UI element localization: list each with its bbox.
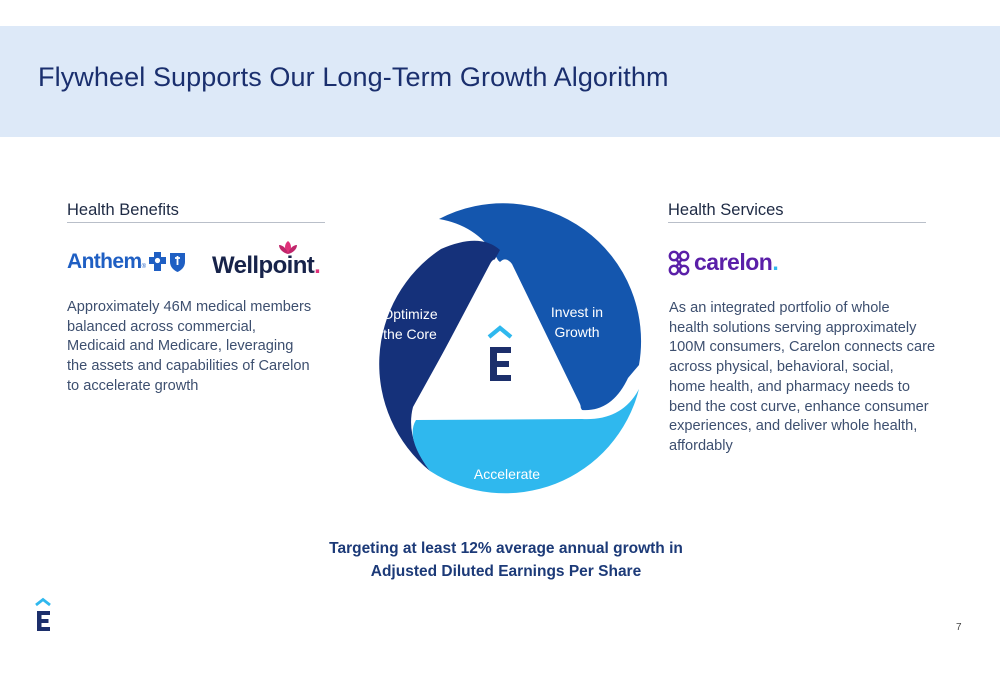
text-line: affordably: [669, 437, 733, 454]
anthem-bcbs-marks: [148, 251, 188, 273]
carelon-knot-icon: [668, 250, 690, 275]
text-line: health solutions serving approximately: [669, 319, 917, 336]
text-line: As an integrated portfolio of whole: [669, 300, 890, 316]
health-benefits-divider: [67, 222, 325, 223]
text-line: the assets and capabilities of Carelon: [67, 358, 310, 375]
elevance-e-icon: [487, 325, 513, 381]
header-band: [0, 26, 1000, 137]
text-line: to accelerate growth: [67, 377, 199, 394]
flywheel-segment-optimize: [379, 240, 500, 471]
text-line: Medicaid and Medicare, leveraging: [67, 338, 294, 355]
text-line: bend the cost curve, enhance consumer: [669, 398, 929, 415]
flywheel-segment-invest: [439, 203, 642, 411]
flywheel-label-accelerate: Accelerate: [473, 466, 541, 482]
anthem-wordmark: Anthem: [67, 250, 142, 273]
footer-elevance-e-icon: [35, 597, 51, 631]
carelon-logo: carelon.: [667, 249, 779, 276]
health-benefits-heading: Health Benefits: [67, 201, 179, 219]
health-services-divider: [668, 222, 926, 223]
anthem-logo: Anthem ®: [67, 250, 188, 274]
flywheel-label-optimize: Optimize the Core: [382, 306, 438, 342]
target-line-2: Adjusted Diluted Earnings Per Share: [370, 563, 642, 580]
text-line: across physical, behavioral, social,: [669, 359, 894, 376]
page-number: 7: [956, 622, 962, 633]
anthem-blue-cross-shield-icon: [149, 252, 185, 272]
flywheel-label-invest: Invest in Growth: [550, 304, 604, 340]
page-title: Flywheel Supports Our Long-Term Growth A…: [38, 62, 669, 92]
flywheel-segment-accelerate: [412, 389, 639, 494]
text-line: experiences, and deliver whole health,: [669, 418, 918, 435]
text-line: 100M consumers, Carelon connects care: [669, 339, 936, 356]
target-line-1: Targeting at least 12% average annual gr…: [329, 540, 683, 557]
text-line: home health, and pharmacy needs to: [669, 378, 910, 395]
wellpoint-wordmark: Wellpoint.: [212, 252, 321, 279]
anthem-registered-mark: ®: [141, 264, 146, 270]
carelon-wordmark: carelon.: [694, 249, 779, 275]
health-benefits-description: Approximately 46M medical members balanc…: [67, 298, 311, 397]
wellpoint-flower-icon: [279, 241, 297, 254]
flywheel-center-triangle: [414, 259, 581, 411]
flywheel-diagram: [379, 203, 642, 494]
health-services-description: As an integrated portfolio of whole heal…: [669, 299, 935, 457]
health-services-heading: Health Services: [668, 201, 784, 219]
text-line: Approximately 46M medical members: [67, 299, 312, 315]
text-line: balanced across commercial,: [67, 318, 256, 335]
